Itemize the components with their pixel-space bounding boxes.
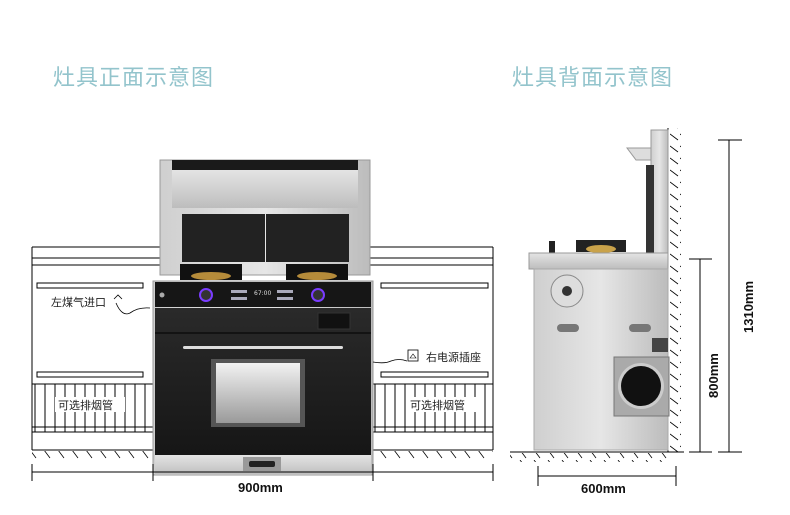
oven-window (216, 363, 300, 423)
vent-slot (557, 324, 579, 332)
power-socket-back (652, 338, 668, 352)
right-knob-icon (311, 288, 325, 302)
total-height-dimension (718, 139, 742, 453)
power-socket-label: 右电源插座 (426, 350, 481, 364)
gas-inlet-pointer (113, 294, 151, 315)
counter-height-dimension (689, 258, 712, 453)
oven-handle (183, 346, 343, 349)
left-knob-icon (199, 288, 213, 302)
left-cabinet (31, 246, 160, 460)
left-burner-icon (180, 264, 242, 280)
back-view-title: 灶具背面示意图 (512, 66, 674, 91)
gas-inlet-label: 左煤气进口 (51, 295, 106, 309)
hood-glass-left (182, 214, 265, 262)
front-stove: 67:00 (152, 159, 374, 476)
display-time: 67:00 (254, 290, 271, 297)
vent-slot (629, 324, 651, 332)
left-pipe-label-bg (55, 397, 125, 412)
depth-dimension (537, 466, 677, 486)
control-panel (155, 282, 371, 307)
exhaust-port-icon (621, 366, 661, 406)
depth-dim-label: 600mm (581, 481, 626, 496)
power-socket-icon (407, 349, 419, 362)
touch-buttons (231, 290, 293, 300)
width-dim-label: 900mm (238, 480, 283, 495)
total-height-dim-label: 1310mm (741, 281, 756, 333)
right-pipe-label: 可选排烟管 (410, 398, 465, 412)
front-view-title: 灶具正面示意图 (53, 66, 215, 91)
left-pipe-label: 可选排烟管 (58, 398, 113, 412)
counter-height-dim-label: 800mm (706, 353, 721, 398)
right-burner-icon (286, 264, 348, 280)
hood-glass-right (266, 214, 349, 262)
side-stove (528, 129, 670, 451)
power-socket-pointer (372, 359, 408, 364)
right-pipe-label-bg (406, 397, 476, 412)
width-dimension (31, 464, 494, 481)
